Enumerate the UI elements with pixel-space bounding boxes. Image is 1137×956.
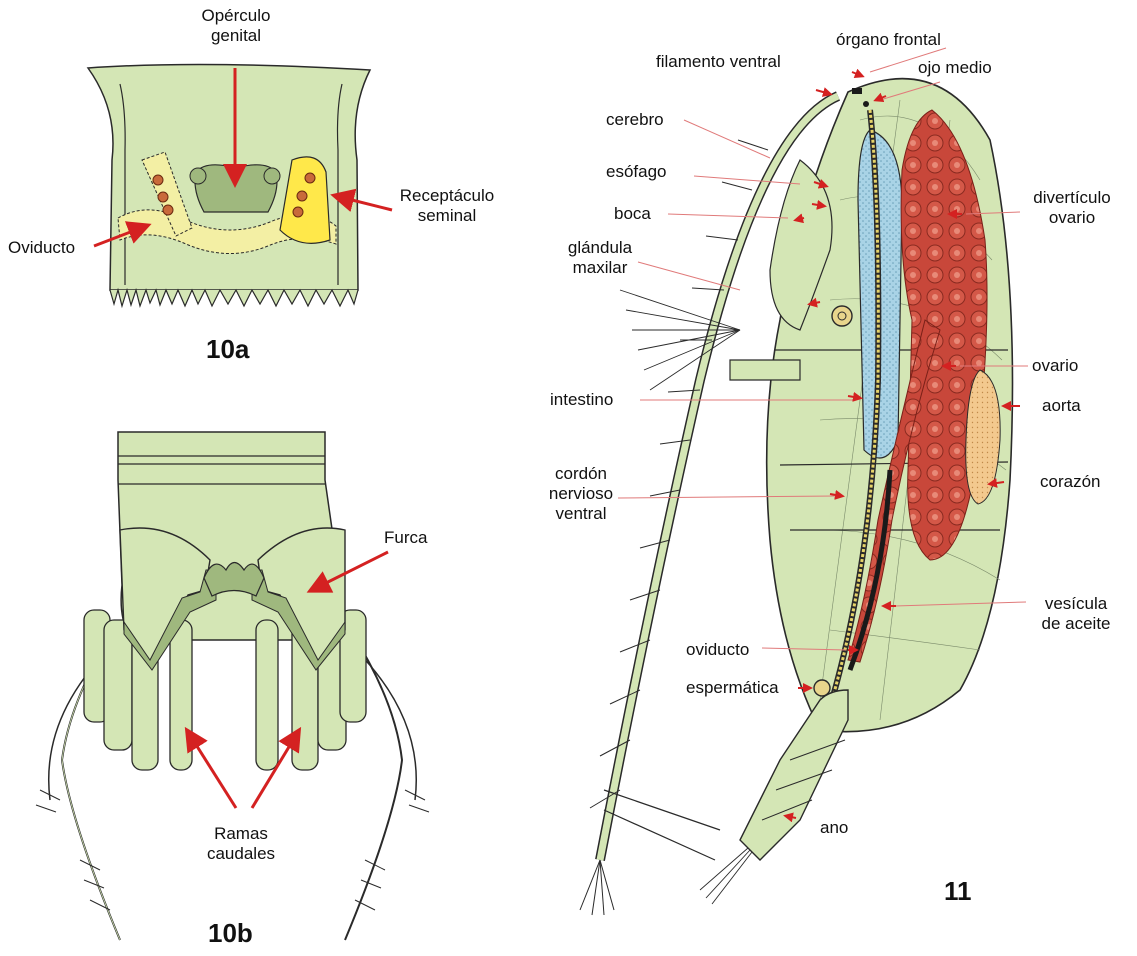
label-genital-operculum-line1: Opérculo: [196, 6, 276, 26]
label-mouth: boca: [614, 204, 651, 224]
label-seminal-receptacle-line1: Receptáculo: [392, 186, 502, 206]
label-ovary: ovario: [1032, 356, 1078, 376]
label-oil-vesicle-line1: vesícula: [1026, 594, 1126, 614]
label-maxillary-gland-line1: glándula: [560, 238, 640, 258]
label-oil-vesicle-line2: de aceite: [1026, 614, 1126, 634]
label-diverticulum-ovary: divertículo ovario: [1022, 188, 1122, 228]
label-diverticulum-ovary-line1: divertículo: [1022, 188, 1122, 208]
label-aorta: aorta: [1042, 396, 1081, 416]
label-brain: cerebro: [606, 110, 664, 130]
figure-10b-number: 10b: [208, 918, 253, 949]
label-seminal-receptacle: Receptáculo seminal: [392, 186, 502, 226]
label-genital-operculum: Opérculo genital: [196, 6, 276, 46]
label-ventral-nerve-cord: cordón nervioso ventral: [536, 464, 626, 524]
label-anus: ano: [820, 818, 848, 838]
label-median-eye: ojo medio: [918, 58, 992, 78]
label-caudal-rami-line1: Ramas: [196, 824, 286, 844]
label-genital-operculum-line2: genital: [196, 26, 276, 46]
label-maxillary-gland-line2: maxilar: [560, 258, 640, 278]
label-oil-vesicle: vesícula de aceite: [1026, 594, 1126, 634]
label-esophagus: esófago: [606, 162, 667, 182]
figure-11-number: 11: [944, 876, 972, 907]
label-caudal-rami-line2: caudales: [196, 844, 286, 864]
figure-10a-drawing: [88, 64, 392, 306]
label-ventral-nerve-cord-line1: cordón: [536, 464, 626, 484]
label-ventral-nerve-cord-line3: ventral: [536, 504, 626, 524]
label-maxillary-gland: glándula maxilar: [560, 238, 640, 278]
label-spermatic: espermática: [686, 678, 779, 698]
label-furca: Furca: [384, 528, 427, 548]
label-frontal-organ: órgano frontal: [836, 30, 941, 50]
label-caudal-rami: Ramas caudales: [196, 824, 286, 864]
label-heart: corazón: [1040, 472, 1100, 492]
label-seminal-receptacle-line2: seminal: [392, 206, 502, 226]
figure-10a-number: 10a: [206, 334, 249, 365]
label-intestine: intestino: [550, 390, 613, 410]
label-oviduct-11: oviducto: [686, 640, 749, 660]
label-oviduct-10a: Oviducto: [8, 238, 75, 258]
label-diverticulum-ovary-line2: ovario: [1022, 208, 1122, 228]
label-ventral-filament: filamento ventral: [656, 52, 781, 72]
label-ventral-nerve-cord-line2: nervioso: [536, 484, 626, 504]
